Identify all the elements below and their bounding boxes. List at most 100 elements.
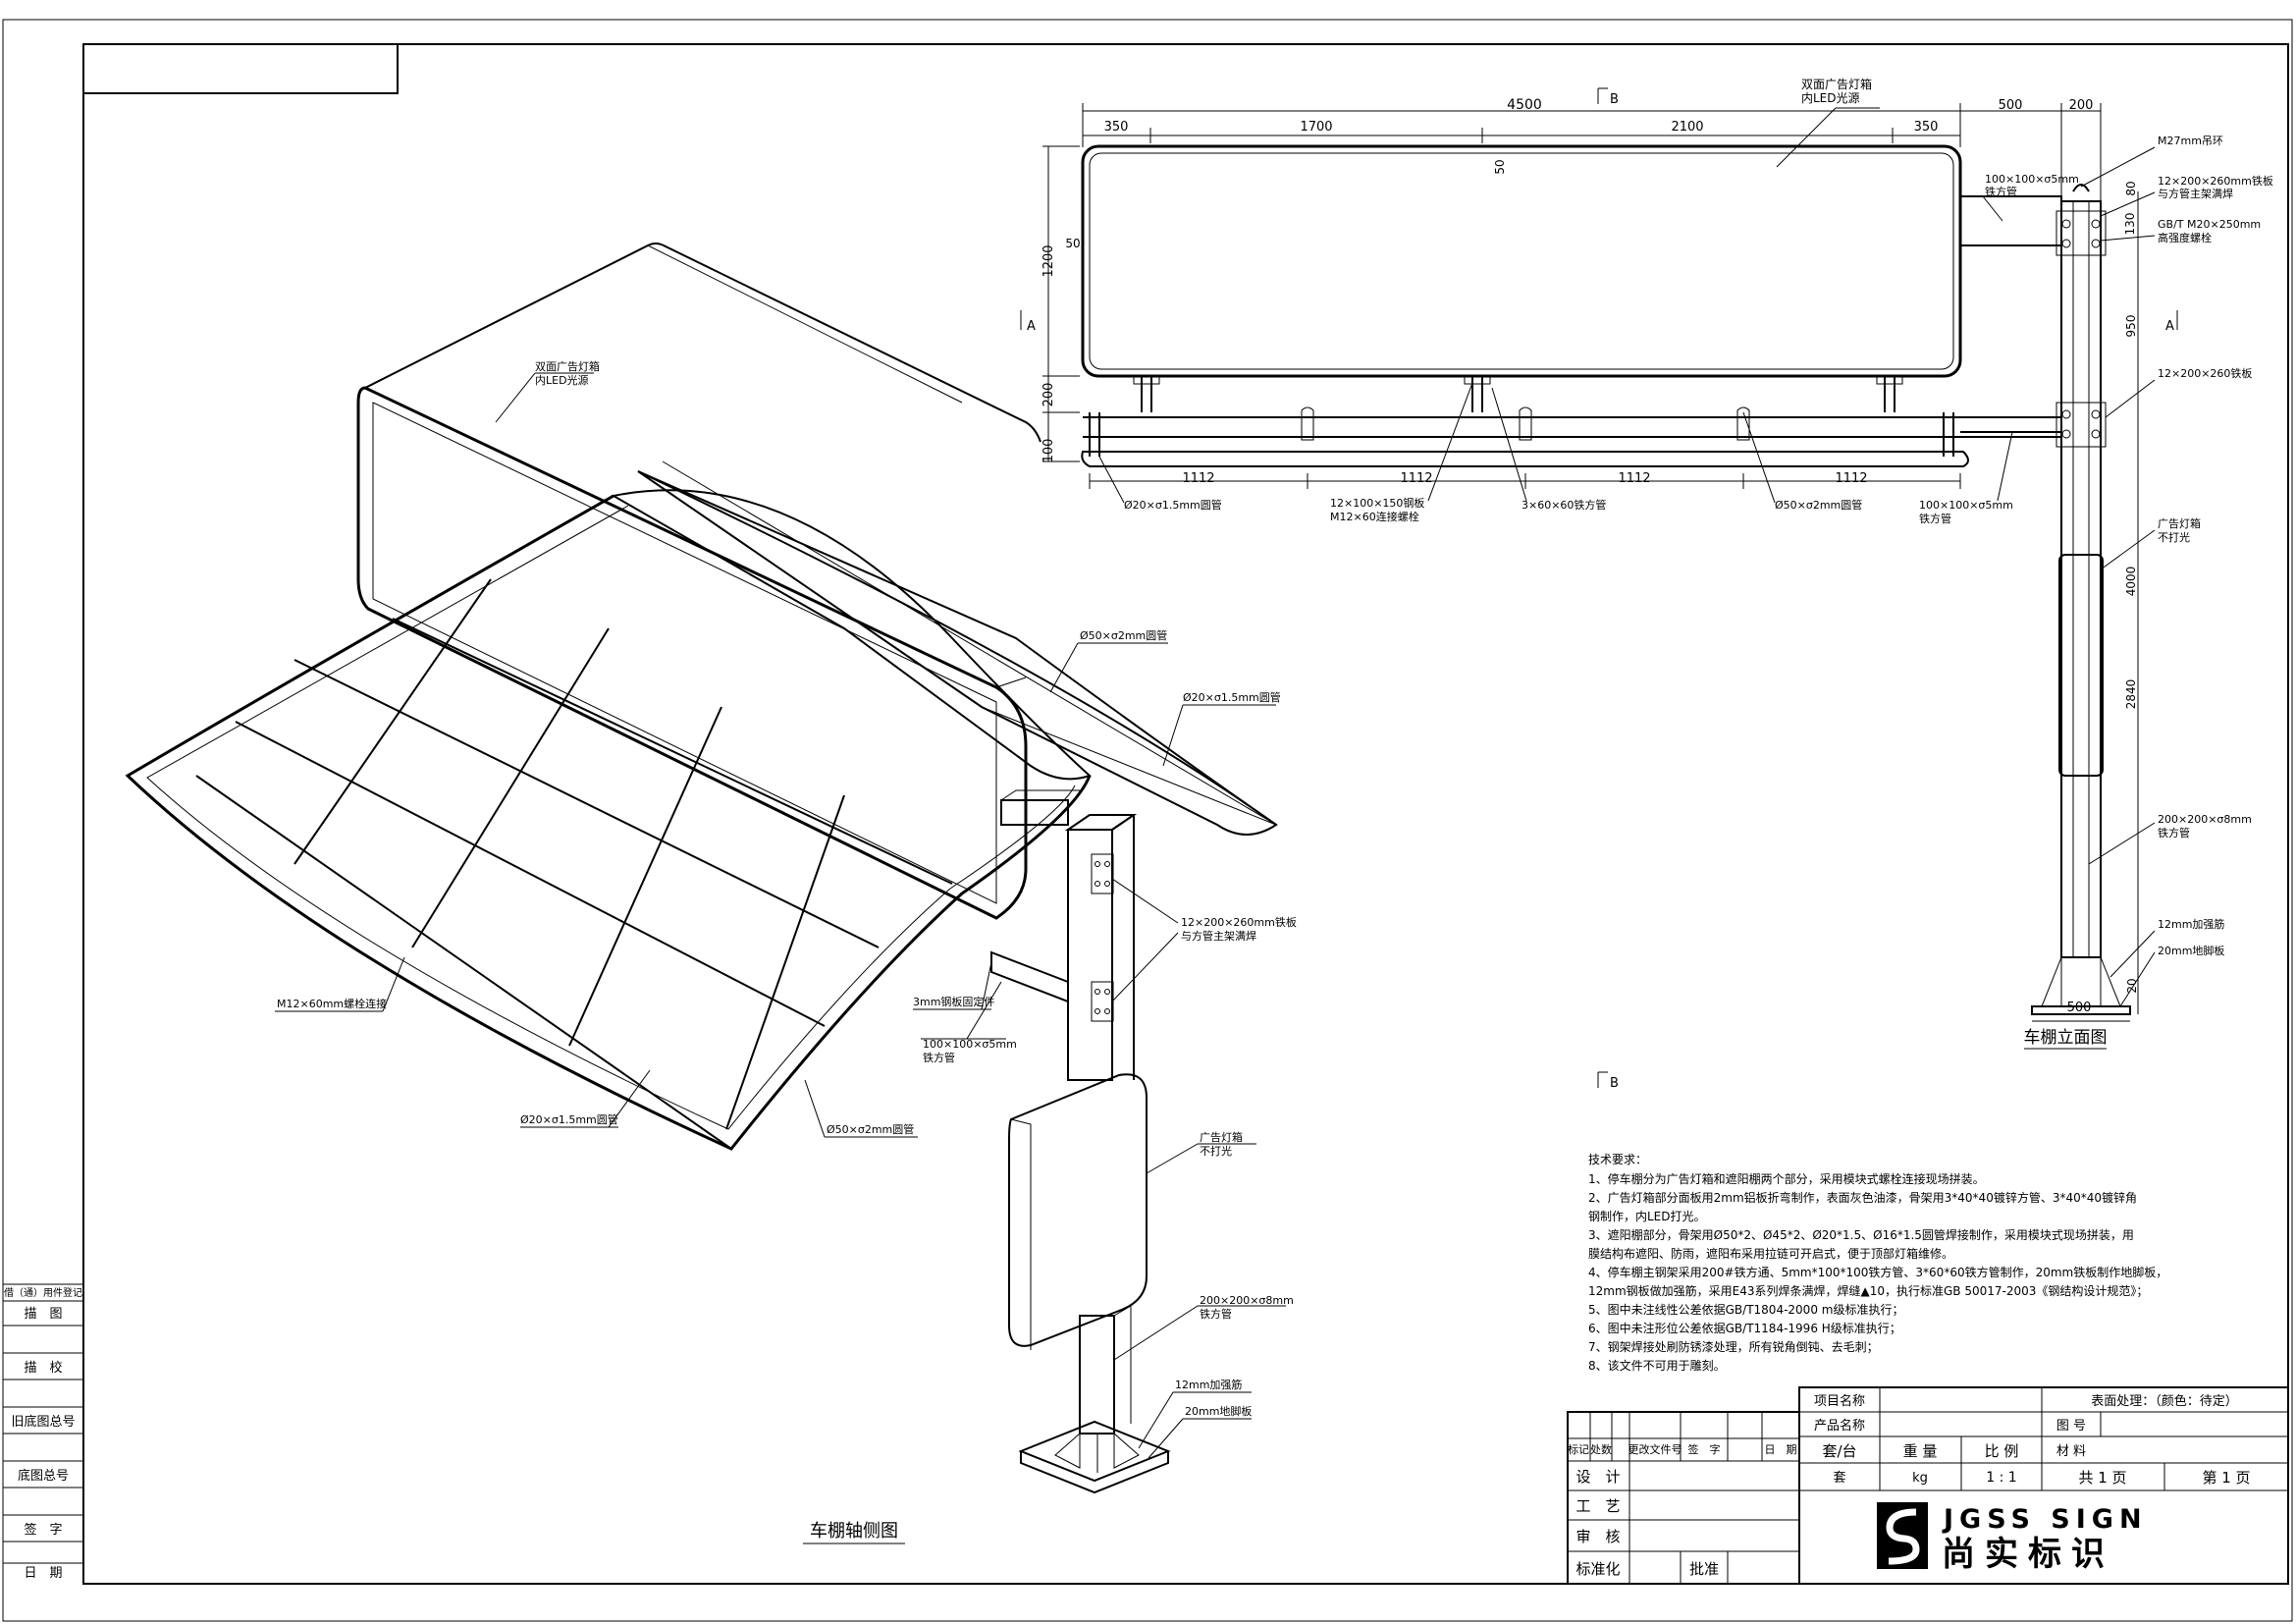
tb-rev-count: 处数 [1590,1443,1612,1456]
iso-label-main-tube-1: 200×200×σ8mm [1200,1294,1294,1307]
elevation-baseplate [2031,1005,2131,1015]
iso-pole-lower [1079,1315,1115,1435]
strip-sign: 签 字 [24,1522,62,1538]
tb-approve-label: 批准 [1689,1560,1719,1578]
elev-label-pipe50: Ø50×σ2mm圆管 [1775,498,1862,512]
tb-product-label: 产品名称 [1814,1418,1865,1434]
tb-rev-sign: 签 字 [1688,1442,1721,1456]
ring-icon [2072,184,2090,192]
notes-line-10: 7、钢架焊接处刷防锈漆处理，所有锐角倒钝、去毛刺； [1588,1339,1879,1354]
elev-label-tube-low-1: 100×100×σ5mm [1919,499,2013,512]
elev-label-foot: 20mm地脚板 [2158,944,2224,957]
brand-logo: JGSS SIGN 尚实标识 [1877,1502,2142,1574]
elev-label-lightbox-1: 双面广告灯箱 [1801,77,1872,91]
notes-heading: 技术要求： [1588,1153,1647,1166]
iso-label-foot: 20mm地脚板 [1185,1404,1252,1418]
dim-350-left: 350 [1104,120,1129,135]
section-a-left: A [1027,319,1036,334]
tb-weight-value: kg [1912,1471,1928,1486]
iso-label-lightbox-1: 双面广告灯箱 [535,359,600,373]
iso-label-adbox-2: 不打光 [1200,1144,1232,1158]
section-b-bottom: B [1610,1076,1619,1091]
brand-cn: 尚实标识 [1942,1535,2114,1574]
elev-label-pipe20: Ø20×σ1.5mm圆管 [1124,498,1222,512]
iso-label-plate-2: 与方管主架满焊 [1181,929,1256,943]
elev-label-bolt-1: GB/T M20×250mm [2158,218,2261,231]
iso-label-tube-2: 铁方管 [923,1051,955,1064]
tb-page-no: 第 1 页 [2202,1469,2250,1487]
elev-label-plate-lower: 12×200×260铁板 [2158,366,2252,380]
elevation-lightbox [1081,144,1962,378]
tb-rev-date: 日 期 [1765,1443,1797,1456]
tb-role-design: 设 计 [1575,1468,1620,1486]
elev-label-bolt-2: 高强度螺栓 [2158,231,2212,244]
tb-surface-label: 表面处理：（颜色：待定） [2091,1393,2238,1409]
dim-1112-b: 1112 [1400,471,1432,486]
dim-100-left: 100 [1041,439,1056,463]
dim-1200: 1200 [1041,244,1056,277]
notes-line-4: 3、遮阳棚部分，骨架用Ø50*2、Ø45*2、Ø20*1.5、Ø16*1.5圆管… [1588,1227,2134,1242]
iso-label-bolt: M12×60mm螺栓连接 [277,997,387,1010]
dim-1112-a: 1112 [1182,471,1214,486]
elev-label-plate-2: 与方管主架满焊 [2158,187,2233,200]
iso-adbox [1008,1073,1148,1347]
strip-borrow: 借（通）用件登记 [4,1286,82,1299]
elev-label-main-tube-1: 200×200×σ8mm [2158,813,2252,826]
strip-old-no: 旧底图总号 [11,1414,75,1430]
notes-line-7: 12mm钢板做加强筋，采用E43系列焊条满焊，焊缝▲10，执行标准GB 5001… [1588,1283,2148,1298]
notes-line-6: 4、停车棚主钢架采用200#铁方通、5mm*100*100铁方管、3*60*60… [1588,1265,2167,1279]
dim-2840: 2840 [2124,679,2138,710]
isometric-view: 双面广告灯箱 内LED光源 Ø50×σ2mm圆管 Ø20×σ1.5mm圆管 12… [125,243,1297,1544]
dim-80: 80 [2124,181,2138,195]
strip-date: 日 期 [24,1566,62,1581]
tb-role-process: 工 艺 [1575,1497,1620,1515]
elev-label-lightbox-2: 内LED光源 [1801,91,1860,105]
strip-trace: 描 图 [24,1307,62,1322]
elev-label-adbox-1: 广告灯箱 [2158,516,2201,530]
elev-label-ring: M27mm吊环 [2158,135,2223,147]
elevation-title: 车棚立面图 [2024,1028,2108,1048]
iso-label-pipe50-top: Ø50×σ2mm圆管 [1080,628,1167,642]
iso-label-main-tube-2: 铁方管 [1200,1307,1232,1321]
tb-set-value: 套 [1833,1470,1845,1486]
dim-200-left: 200 [1041,383,1056,407]
dim-350-right: 350 [1914,120,1939,135]
tb-scale-value: 1 : 1 [1986,1470,2016,1486]
elev-label-tube-1: 100×100×σ5mm [1985,173,2079,186]
iso-label-adbox-1: 广告灯箱 [1200,1130,1243,1144]
technical-notes: 技术要求： 1、停车棚分为广告灯箱和遮阳棚两个部分，采用模块式螺栓连接现场拼装。… [1588,1153,2167,1373]
iso-pole-upper [1067,829,1113,1081]
elev-label-main-tube-2: 铁方管 [2158,826,2190,839]
dim-130: 130 [2123,213,2137,236]
tb-project-label: 项目名称 [1814,1393,1865,1409]
iso-label-pipe20-right: Ø20×σ1.5mm圆管 [1183,690,1281,704]
iso-label-fix: 3mm钢板固定件 [913,995,994,1008]
elev-label-tube-2: 铁方管 [1985,185,2017,198]
elev-label-steel-1: 12×100×150钢板 [1330,496,1424,510]
notes-line-5: 膜结构布遮阳、防雨，遮阳布采用拉链可开启式，便于顶部灯箱维修。 [1588,1246,1953,1261]
dim-4000: 4000 [2124,567,2138,597]
tb-weight-label: 重 量 [1903,1442,1938,1460]
elev-label-angle: 3×60×60铁方管 [1522,498,1606,512]
tb-pages-total: 共 1 页 [2078,1469,2126,1487]
notes-line-1: 1、停车棚分为广告灯箱和遮阳棚两个部分，采用模块式螺栓连接现场拼装。 [1588,1171,1985,1186]
tb-drawing-no-label: 图 号 [2056,1419,2086,1434]
dim-200: 200 [2069,98,2094,113]
notes-line-9: 6、图中未注形位公差依据GB/T1184-1996 H级标准执行； [1588,1321,1901,1335]
dim-50-top: 50 [1493,159,1507,174]
notes-line-11: 8、该文件不可用于雕刻。 [1588,1358,1726,1373]
elev-label-steel-2: M12×60连接螺栓 [1330,510,1419,523]
dim-500: 500 [1999,98,2023,113]
tb-rev-mark: 标记 [1568,1442,1589,1456]
dim-1112-d: 1112 [1835,471,1867,486]
iso-label-rib: 12mm加强筋 [1175,1378,1242,1391]
dim-1112-c: 1112 [1618,471,1650,486]
iso-label-tube-1: 100×100×σ5mm [923,1038,1017,1051]
iso-title: 车棚轴侧图 [810,1521,898,1542]
notes-line-2: 2、广告灯箱部分面板用2mm铝板折弯制作，表面灰色油漆，骨架用3*40*40镀锌… [1588,1190,2137,1205]
strip-base-no: 底图总号 [18,1468,69,1484]
strip-check: 描 校 [24,1360,62,1376]
iso-label-pipe50-bottom: Ø50×σ2mm圆管 [827,1122,914,1136]
sheet-frame [2,19,2293,1622]
section-b-top: B [1610,92,1619,107]
